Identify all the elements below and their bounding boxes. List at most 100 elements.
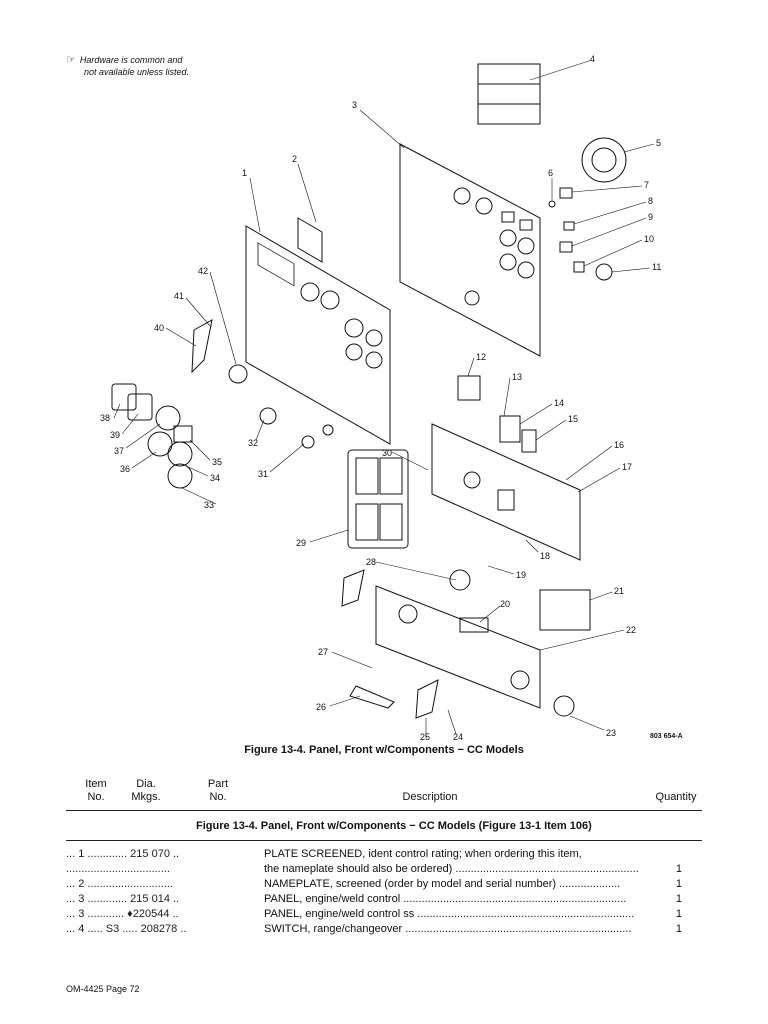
callout-20: 20 (500, 599, 510, 609)
row-description: PANEL, engine/weld control ss ..........… (264, 908, 635, 920)
callout-27: 27 (318, 647, 328, 657)
callout-24: 24 (453, 732, 463, 742)
row-quantity: 1 (675, 863, 682, 875)
header-quantity: Quantity (655, 791, 697, 803)
callout-19: 19 (516, 570, 526, 580)
table-subcaption: Figure 13-4. Panel, Front w/Components −… (196, 820, 592, 832)
callout-35: 35 (212, 457, 222, 467)
header-dia-mkgs: Dia. Mkgs. (124, 778, 168, 804)
row-description: PLATE SCREENED, ident control rating; wh… (264, 848, 582, 860)
callout-39: 39 (110, 430, 120, 440)
callout-32: 32 (248, 438, 258, 448)
row-prefix: .................................. (66, 863, 170, 875)
figure-caption: Figure 13-4. Panel, Front w/Components −… (244, 744, 524, 756)
callout-25: 25 (420, 732, 430, 742)
callout-15: 15 (568, 414, 578, 424)
callout-3: 3 (352, 100, 357, 110)
row-prefix: ... 3 ............ ♦220544 .. (66, 908, 179, 920)
callout-17: 17 (622, 462, 632, 472)
table-row: ... 1 ............. 215 070 .. PLATE SCRE… (66, 848, 702, 863)
row-prefix: ... 3 ............. 215 014 .. (66, 893, 180, 905)
header-part-line-2: No. (209, 791, 227, 803)
handle-bracket (191, 319, 213, 374)
callout-29: 29 (296, 538, 306, 548)
callout-26: 26 (316, 702, 326, 712)
callout-11: 11 (652, 262, 661, 272)
relay-box (457, 375, 481, 401)
table-row: ... 2 ............................ NAMEPL… (66, 878, 702, 893)
callout-28: 28 (366, 557, 376, 567)
callout-6: 6 (548, 168, 553, 178)
row-prefix: ... 1 ............. 215 070 .. (66, 848, 180, 860)
callout-10: 10 (644, 234, 654, 244)
callout-5: 5 (656, 138, 661, 148)
row-description: NAMEPLATE, screened (order by model and … (264, 878, 621, 890)
callout-37: 37 (114, 446, 124, 456)
header-description: Description (402, 791, 458, 803)
row-description: the nameplate should also be ordered) ..… (264, 863, 639, 875)
callout-12: 12 (476, 352, 486, 362)
callout-36: 36 (120, 464, 130, 474)
header-item-line-2: No. (87, 791, 105, 803)
control-box-lid (375, 585, 541, 709)
table-row: ... 4 ..... S3 ..... 208278 .. SWITCH, ra… (66, 923, 702, 938)
callout-4: 4 (590, 54, 595, 64)
page-footer: OM-4425 Page 72 (66, 984, 140, 994)
hourmeter (111, 383, 137, 411)
callout-38: 38 (100, 413, 110, 423)
row-description: PANEL, engine/weld control .............… (264, 893, 627, 905)
row-description: SWITCH, range/changeover ...............… (264, 923, 632, 935)
header-dia-line-1: Dia. (136, 778, 156, 790)
callout-8: 8 (648, 196, 653, 206)
row-quantity: 1 (675, 923, 682, 935)
callout-18: 18 (540, 551, 550, 561)
contactor (539, 589, 591, 631)
range-knob (581, 137, 627, 183)
receptacle-cover (347, 449, 409, 549)
row-prefix: ... 4 ..... S3 ..... 208278 .. (66, 923, 187, 935)
callout-7: 7 (644, 180, 649, 190)
table-row: ... 3 ............ ♦220544 .. PANEL, engi… (66, 908, 702, 923)
callout-40: 40 (154, 323, 164, 333)
nameplate (297, 217, 323, 263)
parts-list: ... 1 ............. 215 070 .. PLATE SCRE… (66, 848, 702, 938)
callout-9: 9 (648, 212, 653, 222)
header-part-no: Part No. (196, 778, 240, 804)
header-dia-line-2: Mkgs. (131, 791, 161, 803)
note-line-2: not available unless listed. (84, 67, 190, 77)
table-row: .................................. the na… (66, 863, 702, 878)
callout-41: 41 (174, 291, 184, 301)
table-subcaption-rule (66, 840, 702, 841)
exploded-view-diagram: 1234567891011121314151617181920212223242… (100, 54, 683, 742)
table-row: ... 3 ............. 215 014 .. PANEL, eng… (66, 893, 702, 908)
callout-13: 13 (512, 372, 522, 382)
table-header-rule (66, 810, 702, 811)
row-quantity: 1 (675, 908, 682, 920)
rear-plate (431, 423, 581, 561)
row-quantity: 1 (675, 893, 682, 905)
pointing-hand-icon: ☞ (66, 54, 76, 66)
note-line-1: Hardware is common and (79, 55, 183, 65)
callout-1: 1 (242, 168, 247, 178)
callout-16: 16 (614, 440, 624, 450)
callout-21: 21 (614, 586, 624, 596)
range-switch (477, 63, 541, 125)
callout-30: 30 (382, 448, 392, 458)
row-quantity: 1 (675, 878, 682, 890)
callout-31: 31 (258, 469, 268, 479)
row-prefix: ... 2 ............................ (66, 878, 173, 890)
hardware-note: ☞Hardware is common and not available un… (66, 54, 189, 78)
callout-33: 33 (204, 500, 214, 510)
callout-23: 23 (606, 728, 616, 738)
callout-22: 22 (626, 625, 636, 635)
header-item-no: Item No. (76, 778, 116, 804)
header-part-line-1: Part (207, 778, 229, 790)
callout-14: 14 (554, 398, 564, 408)
callout-34: 34 (210, 473, 220, 483)
engine-weld-control-panel (399, 143, 541, 357)
callout-42: 42 (198, 266, 208, 276)
callout-2: 2 (292, 154, 297, 164)
screened-plate (245, 225, 391, 445)
drawing-number: 803 654-A (650, 733, 683, 740)
header-item-line-1: Item (85, 778, 107, 790)
